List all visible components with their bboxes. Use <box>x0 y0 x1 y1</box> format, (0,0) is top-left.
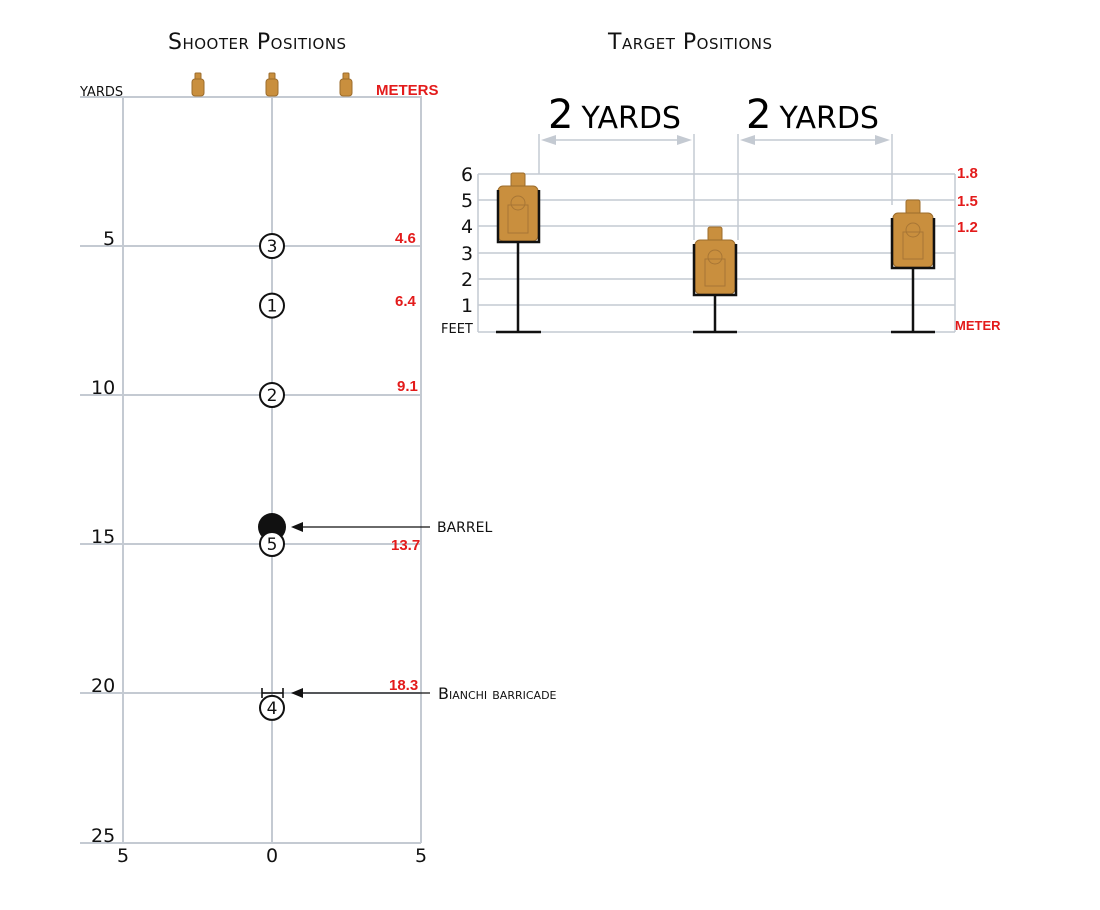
meter-label-13-7: 13.7 <box>391 537 420 554</box>
top-target-right <box>339 72 353 97</box>
meter-tick-1-8: 1.8 <box>957 165 978 182</box>
top-target-center <box>265 72 279 97</box>
target-positions-title: Target Positions <box>608 30 773 55</box>
shooter-position-5: 5 <box>259 531 285 557</box>
feet-tick-5: 5 <box>461 190 473 212</box>
feet-unit-label: FEET <box>441 322 473 337</box>
shooter-position-2: 2 <box>259 382 285 408</box>
x-tick-center: 0 <box>266 845 278 867</box>
svg-text:5: 5 <box>267 535 278 555</box>
barrel-label: BARREL <box>437 520 492 536</box>
shooter-targets <box>191 72 353 97</box>
feet-tick-4: 4 <box>461 216 473 238</box>
feet-tick-1: 1 <box>461 295 473 317</box>
x-tick-left: 5 <box>117 845 129 867</box>
svg-text:4: 4 <box>267 699 278 719</box>
yards-unit-label: YARDS <box>79 85 123 100</box>
spacing-arrow-2 <box>740 135 890 145</box>
target-middle <box>692 226 738 334</box>
svg-text:1: 1 <box>267 297 278 317</box>
meter-label-18-3: 18.3 <box>389 677 418 694</box>
x-tick-right: 5 <box>415 845 427 867</box>
svg-text:2: 2 <box>267 386 278 406</box>
meter-tick-1-2: 1.2 <box>957 219 978 236</box>
barricade-icon <box>261 688 284 698</box>
yard-tick-25: 25 <box>91 825 115 847</box>
shooter-grid <box>80 96 422 844</box>
meter-label-9-1: 9.1 <box>397 378 418 395</box>
shooter-position-4: 4 <box>259 694 285 721</box>
barricade-arrowhead <box>291 688 303 698</box>
barrel-arrowhead <box>291 522 303 532</box>
target-left <box>496 172 541 334</box>
meters-unit-label: METERS <box>376 82 439 99</box>
shooter-positions: 3 1 2 5 4 <box>259 233 285 721</box>
meter-unit-label: METER <box>955 318 1001 333</box>
yard-tick-5: 5 <box>103 228 115 250</box>
feet-tick-2: 2 <box>461 269 473 291</box>
feet-tick-6: 6 <box>461 164 473 186</box>
shooter-positions-title: Shooter Positions <box>168 30 347 55</box>
yard-tick-10: 10 <box>91 377 115 399</box>
spacing-arrow-1 <box>541 135 692 145</box>
yard-tick-15: 15 <box>91 526 115 548</box>
feet-tick-3: 3 <box>461 243 473 265</box>
meter-tick-1-5: 1.5 <box>957 193 978 210</box>
top-target-left <box>191 72 205 97</box>
shooter-position-1: 1 <box>259 292 285 319</box>
barricade-label: Bianchi barricade <box>438 684 557 703</box>
svg-text:3: 3 <box>267 237 278 257</box>
shooter-position-3: 3 <box>259 233 285 259</box>
yard-tick-20: 20 <box>91 675 115 697</box>
meter-label-4-6: 4.6 <box>395 230 416 247</box>
meter-label-6-4: 6.4 <box>395 293 417 310</box>
target-right <box>890 199 936 334</box>
